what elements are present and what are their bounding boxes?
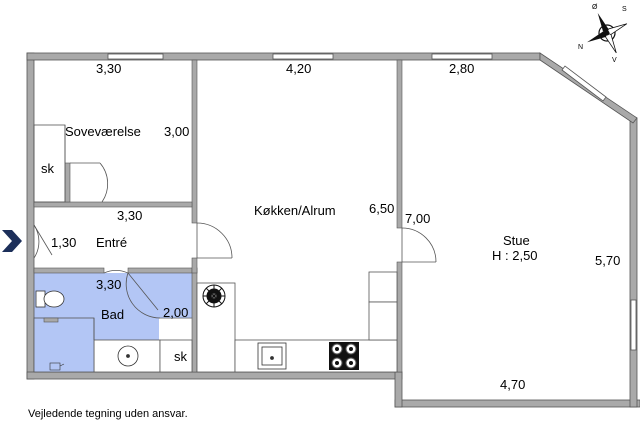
- compass-east-label: Ø: [592, 4, 598, 11]
- entry-arrow-icon: [2, 230, 22, 252]
- entry-name: Entré: [96, 235, 128, 250]
- kitchen-sink-icon: [257, 342, 287, 370]
- living-depth-right: 5,70: [595, 253, 621, 268]
- entry-depth: 1,30: [51, 235, 77, 250]
- bedroom-width: 3,30: [96, 61, 122, 76]
- living-width-bottom: 4,70: [500, 377, 526, 392]
- disclaimer-text: Vejledende tegning uden ansvar.: [28, 408, 188, 420]
- bedroom-closet-label: sk: [41, 161, 54, 176]
- bedroom-closet: [33, 124, 66, 203]
- stove-icon: [329, 342, 359, 370]
- bath-sink-icon: [117, 345, 139, 367]
- kitchen-width: 4,20: [286, 61, 312, 76]
- living-depth-left: 7,00: [405, 211, 431, 226]
- compass-south-label: S: [622, 6, 627, 13]
- bath-partition: [43, 317, 59, 323]
- living-name: Stue: [503, 233, 530, 248]
- windows: [107, 53, 637, 351]
- entry-width: 3,30: [117, 208, 143, 223]
- bath-name: Bad: [101, 307, 125, 322]
- kitchen-depth: 6,50: [369, 201, 395, 216]
- compass-icon: [587, 13, 628, 54]
- shower-icon: [49, 362, 65, 371]
- bath-width: 3,30: [96, 277, 122, 292]
- kitchen-name: Køkken/Alrum: [254, 203, 336, 218]
- bath-depth: 2,00: [163, 305, 189, 320]
- bedroom-name: Soveværelse: [65, 124, 141, 139]
- kitchen-counters: [196, 271, 398, 373]
- bath-closet-label: sk: [174, 349, 187, 364]
- doors: [33, 162, 437, 319]
- toilet-icon: [35, 290, 65, 308]
- living-width-top: 2,80: [449, 61, 475, 76]
- compass-west-label: V: [612, 57, 617, 64]
- living-height: H : 2,50: [492, 248, 538, 263]
- ventilation-icon: [202, 284, 226, 308]
- compass-north-label: N: [578, 44, 583, 51]
- bedroom-depth: 3,00: [164, 124, 190, 139]
